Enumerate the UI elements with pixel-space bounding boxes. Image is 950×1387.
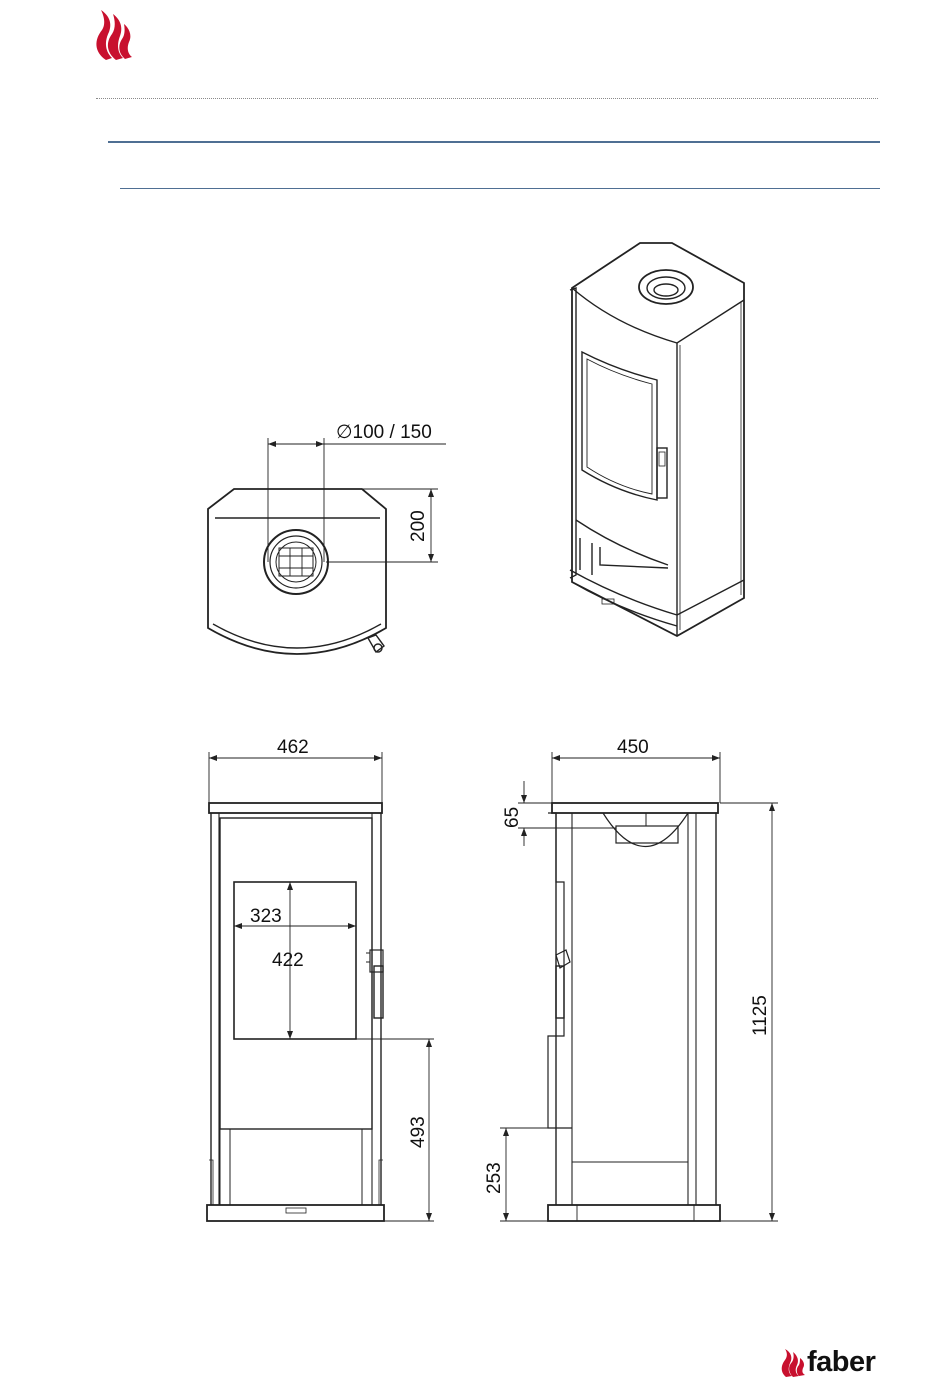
flue-offset-label: 200 — [408, 510, 429, 542]
faber-wordmark: faber — [807, 1344, 875, 1380]
side-view — [500, 752, 778, 1221]
air-inlet-height-label: 253 — [484, 1162, 505, 1194]
window-bottom-height-label: 493 — [408, 1116, 429, 1148]
top-height-label: 65 — [502, 807, 523, 828]
front-view — [207, 752, 434, 1221]
window-width-label: 323 — [250, 906, 282, 927]
flue-diameter-label: ∅100 / 150 — [336, 422, 432, 443]
total-height-label: 1125 — [750, 995, 771, 1036]
faber-flame-icon — [780, 1348, 806, 1378]
isometric-view — [570, 243, 744, 636]
front-width-label: 462 — [277, 737, 309, 758]
top-view — [208, 438, 446, 654]
faber-logo: faber — [780, 1344, 892, 1380]
side-depth-label: 450 — [617, 737, 649, 758]
window-height-label: 422 — [272, 950, 304, 971]
